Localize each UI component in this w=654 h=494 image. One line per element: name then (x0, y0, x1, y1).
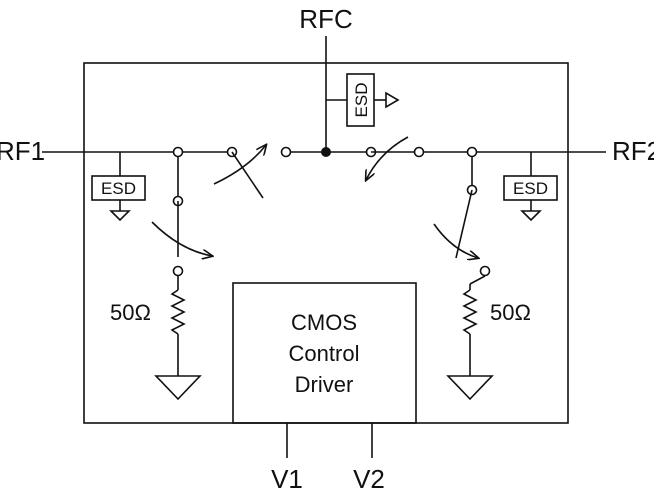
rf2-ground-icon (446, 375, 494, 401)
rf2-switch-arrow (366, 136, 409, 180)
rf1-port-label: RF1 (0, 136, 45, 166)
v2-label: V2 (353, 464, 385, 494)
rf1-resistor-icon (170, 289, 186, 335)
rf1-node (172, 146, 184, 158)
driver-line3: Driver (295, 372, 354, 397)
rf2-esd-ground-icon (520, 210, 542, 222)
rfc-esd-block: ESD (346, 73, 400, 127)
rf2-shunt-arrow (433, 223, 478, 258)
rf2-esd-block: ESD (503, 175, 558, 222)
rf1-shunt-arrow (151, 221, 212, 256)
cmos-driver-block (232, 282, 417, 424)
rf1-ground-icon (154, 375, 202, 401)
rf1-esd-ground-icon (109, 210, 131, 222)
svg-text:ESD: ESD (352, 83, 371, 118)
rf1-shunt-contact-b (172, 265, 184, 277)
driver-line1: CMOS (291, 310, 357, 335)
rf2-shunt-contact-b (479, 265, 491, 277)
rf2-port-label: RF2 (612, 136, 654, 166)
driver-line2: Control (289, 341, 360, 366)
rf1-switch-blade (231, 151, 264, 199)
rf1-resistor-label: 50Ω (110, 300, 151, 325)
rf2-switch-contact-b (413, 146, 425, 158)
rf1-switch-arrow (213, 145, 266, 185)
svg-text:ESD: ESD (513, 179, 548, 198)
rf2-resistor-icon (462, 289, 478, 335)
rf2-shunt-blade (455, 189, 473, 259)
svg-text:ESD: ESD (101, 179, 136, 198)
rfc-esd-ground-icon (385, 91, 400, 109)
rf1-switch-contact-b (280, 146, 292, 158)
rf2-node (466, 146, 478, 158)
rf2-resistor-jog (469, 275, 486, 285)
rf2-resistor-label: 50Ω (490, 300, 531, 325)
v1-label: V1 (271, 464, 303, 494)
rf1-esd-block: ESD (91, 175, 146, 222)
rfc-port-label: RFC (299, 4, 352, 34)
